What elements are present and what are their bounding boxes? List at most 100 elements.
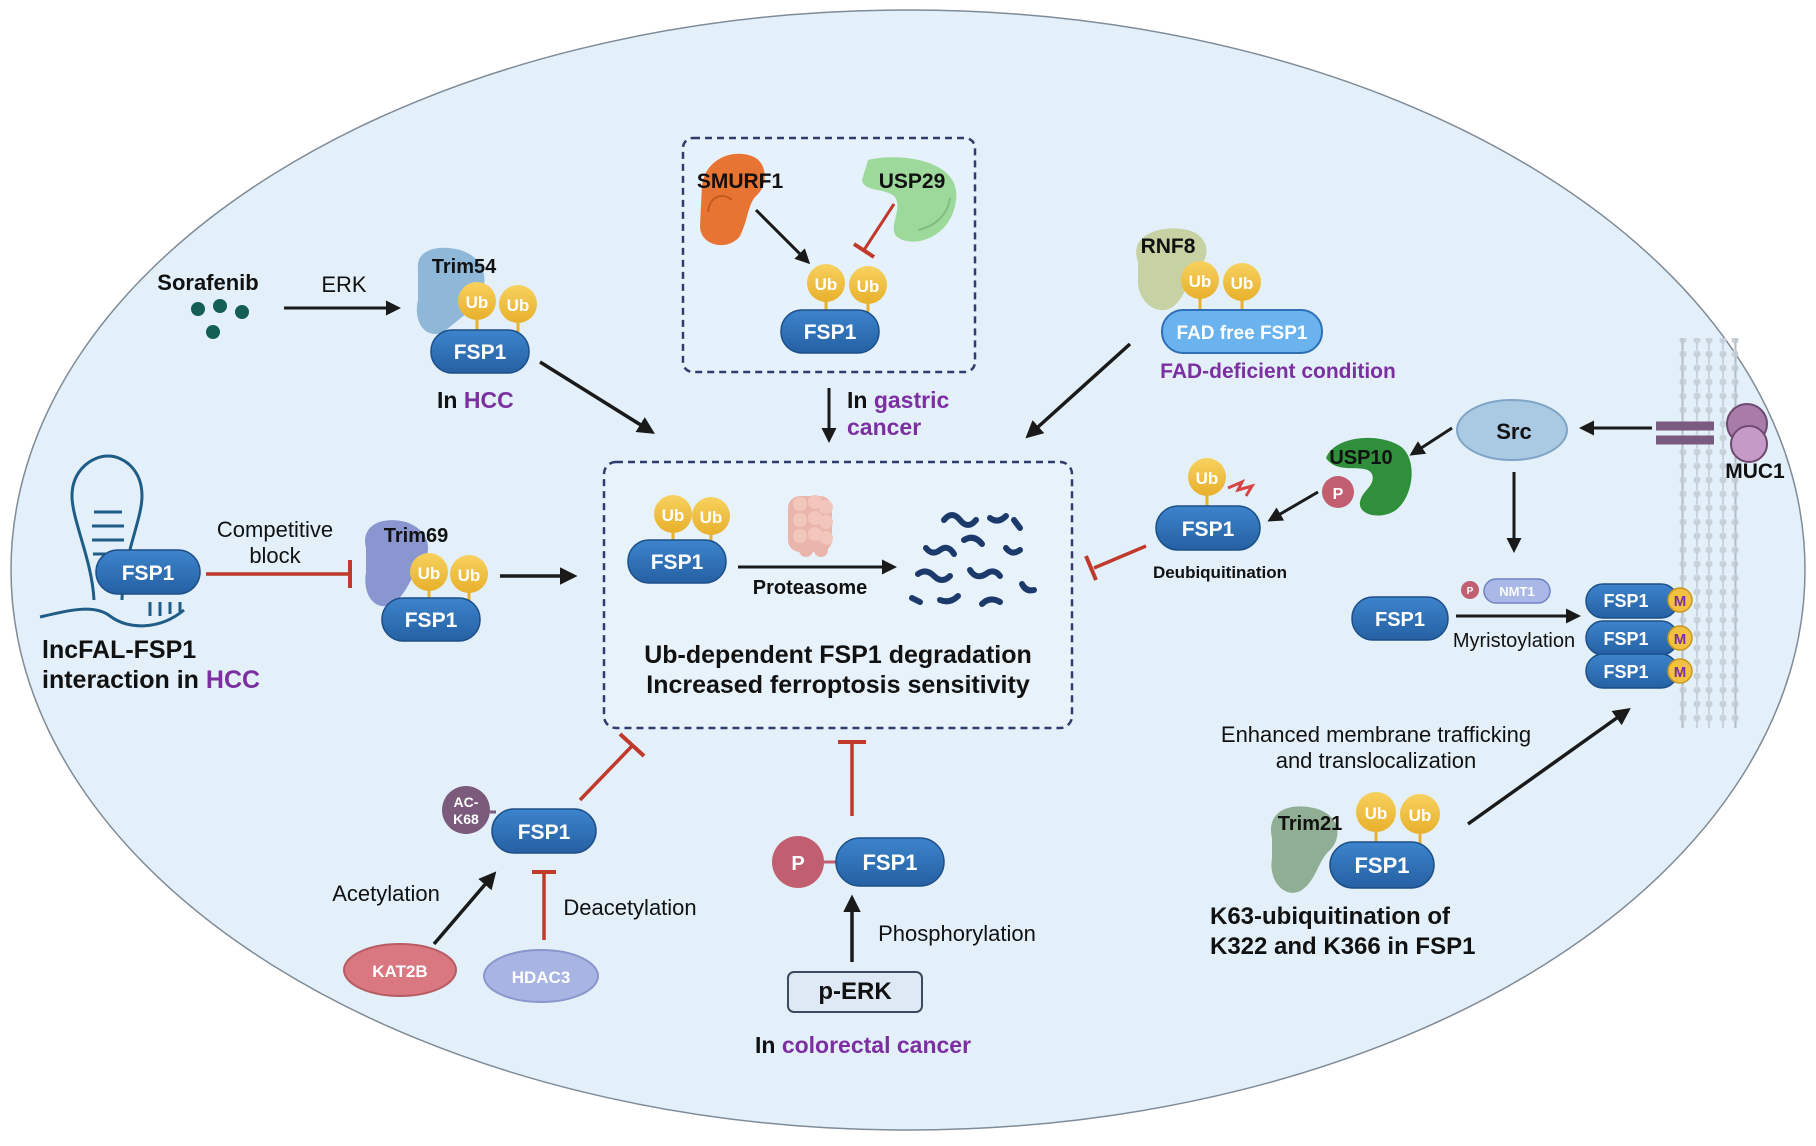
fsp1-label: FSP1 [454, 341, 507, 364]
enhanced-label-line2: and translocalization [1276, 748, 1477, 773]
k63-label-line1: K63-ubiquitination of [1210, 903, 1451, 930]
fsp1-label: FSP1 [518, 821, 571, 844]
myristoyl-m-label: M [1674, 631, 1687, 648]
acetylation-arrow [432, 871, 497, 946]
rnf8-ub-pair [1181, 261, 1261, 312]
trim69-enzyme [365, 520, 429, 607]
hdac3-enzyme [483, 949, 599, 1003]
cancer-label: cancer [847, 414, 921, 440]
in-gastric-label: In gastric [847, 387, 949, 413]
fad-free-fsp1-label: FAD free FSP1 [1177, 323, 1308, 344]
fsp1-label: FSP1 [1375, 609, 1425, 631]
trim21-ub-pair [1356, 792, 1440, 844]
block-label: block [249, 543, 301, 568]
trim21-label: Trim21 [1278, 813, 1342, 835]
ub-label: Ub [458, 566, 481, 585]
gastric-ub-pair [807, 264, 887, 312]
phospho-small-icon [1461, 581, 1479, 599]
deacetylation-label: Deacetylation [563, 895, 696, 920]
myristoylated-fsp1-stack [1585, 583, 1693, 689]
fsp1-label: FSP1 [1603, 629, 1648, 649]
ub-label: Ub [1409, 806, 1432, 825]
sorafenib-dots [191, 299, 249, 339]
src-label: Src [1496, 419, 1531, 444]
fsp1-protein [95, 549, 201, 595]
usp29-inhibit-bar [852, 242, 876, 259]
rnf8-label: RNF8 [1141, 235, 1196, 258]
smurf1-label: SMURF1 [697, 170, 784, 193]
trim21-enzyme [1271, 806, 1338, 893]
fsp1-label: FSP1 [1182, 518, 1235, 541]
lncfal-label-line2: interaction in HCC [42, 666, 260, 694]
kat2b-enzyme [343, 943, 457, 997]
lncfal-label-line1: lncFAL-FSP1 [42, 636, 196, 664]
fsp1-label: FSP1 [1603, 591, 1648, 611]
phospho-label: P [1467, 586, 1474, 597]
fsp1-label: FSP1 [1603, 662, 1648, 682]
muc1-label: MUC1 [1725, 460, 1785, 483]
usp10-enzyme [1326, 437, 1412, 516]
acetyl-inhibit-line [578, 744, 634, 802]
rnf8-enzyme [1136, 228, 1207, 311]
lncfal-rna-icon [39, 454, 185, 628]
fsp1-protein [1351, 596, 1449, 641]
fad-deficient-label: FAD-deficient condition [1160, 360, 1396, 383]
fsp1-protein [491, 808, 597, 854]
fsp1-protein [430, 329, 530, 374]
phospho-label: P [791, 853, 804, 875]
fsp1-label: FSP1 [405, 609, 458, 632]
nmt1-label: NMT1 [1499, 584, 1534, 599]
deub-inhibit-bar [1084, 555, 1098, 581]
muc1-receptor-icon [1656, 403, 1768, 463]
ub-label: Ub [418, 564, 441, 583]
ac-k68-badge [442, 786, 490, 834]
ac-k68-label-2: K68 [453, 811, 479, 827]
usp29-inhibit-line [862, 203, 896, 251]
fsp1-label: FSP1 [804, 321, 857, 344]
acetyl-inhibit-bar [618, 732, 646, 758]
trim69-label: Trim69 [384, 525, 448, 547]
deubiquitination-label: Deubiquitination [1153, 563, 1287, 582]
ub-label: Ub [700, 508, 723, 527]
phospho-label: P [1333, 486, 1344, 503]
fsp1-protein [1329, 841, 1435, 889]
competitive-label: Competitive [217, 517, 333, 542]
ub-label: Ub [815, 275, 838, 294]
degraded-peptides-icon [909, 512, 1037, 607]
usp10-to-fsp1-arrow [1267, 490, 1319, 522]
fsp1-label: FSP1 [122, 562, 175, 585]
trim54-enzyme [416, 247, 485, 335]
myristoyl-m-label: M [1674, 664, 1687, 681]
fsp1-protein [1155, 505, 1261, 551]
perk-label: p-ERK [818, 978, 892, 1005]
myristoylation-label: Myristoylation [1453, 630, 1575, 652]
erk-label: ERK [321, 272, 367, 297]
myristoyl-m-label: M [1674, 593, 1687, 610]
usp10-label: USP10 [1329, 447, 1392, 469]
sorafenib-label: Sorafenib [157, 270, 258, 295]
src-kinase [1456, 399, 1568, 461]
proteasome-label: Proteasome [753, 577, 868, 599]
perk-box [787, 971, 923, 1013]
trim54-ub-pair [458, 282, 537, 332]
phospho-icon [772, 836, 824, 888]
ub-label: Ub [662, 506, 685, 525]
trim54-to-center-arrow [539, 360, 655, 434]
ub-label: Ub [1365, 804, 1388, 823]
trim21-to-membrane-arrow [1466, 707, 1631, 826]
fsp1-label: FSP1 [862, 850, 917, 875]
in-colorectal-label: In colorectal cancer [755, 1032, 971, 1058]
ub-label: Ub [857, 277, 880, 296]
src-to-usp10-arrow [1409, 426, 1453, 456]
phosphorylation-label: Phosphorylation [878, 921, 1036, 946]
ac-k68-label-1: AC- [454, 794, 479, 810]
ub-label: Ub [1189, 272, 1212, 291]
fsp1-label: FSP1 [1354, 853, 1409, 878]
kat2b-label: KAT2B [372, 962, 427, 981]
acetylation-label: Acetylation [332, 881, 440, 906]
trim69-ub-pair [410, 553, 488, 604]
phospho-icon [1322, 476, 1354, 508]
center-title-line2: Increased ferroptosis sensitivity [646, 671, 1030, 699]
